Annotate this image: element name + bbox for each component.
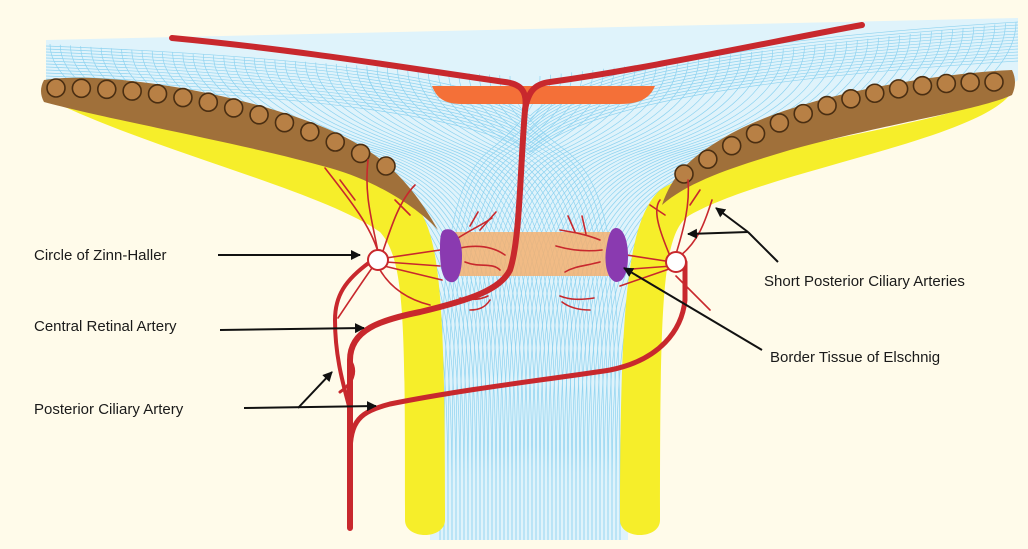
choroidal-vessel xyxy=(149,85,167,103)
choroidal-vessel xyxy=(174,89,192,107)
arrow-short-ciliary-a xyxy=(716,208,748,232)
choroidal-vessel xyxy=(913,77,931,95)
arrow-central-retinal xyxy=(220,328,364,330)
choroidal-vessel xyxy=(961,73,979,91)
choroidal-vessel xyxy=(818,97,836,115)
choroidal-vessel xyxy=(842,90,860,108)
choroidal-vessel xyxy=(275,114,293,132)
choroidal-vessel xyxy=(352,144,370,162)
choroidal-vessel xyxy=(937,74,955,92)
choroidal-vessel xyxy=(890,80,908,98)
choroidal-vessel xyxy=(770,114,788,132)
arrow-short-ciliary-stem xyxy=(748,232,778,262)
choroidal-vessel xyxy=(747,125,765,143)
arrow-short-ciliary-b xyxy=(688,232,748,234)
choroidal-vessel xyxy=(250,106,268,124)
zinn-haller-circle-left xyxy=(368,250,388,270)
choroidal-vessel xyxy=(301,123,319,141)
choroidal-vessel xyxy=(123,82,141,100)
choroidal-vessel xyxy=(699,150,717,168)
label-short-posterior-ciliary-arteries: Short Posterior Ciliary Arteries xyxy=(764,273,965,290)
arrow-posterior-ciliary-b xyxy=(244,406,376,408)
choroidal-vessel xyxy=(377,157,395,175)
choroidal-vessel xyxy=(866,84,884,102)
choroidal-vessel xyxy=(326,133,344,151)
arrow-posterior-ciliary-a xyxy=(298,372,332,408)
choroidal-vessel xyxy=(47,79,65,97)
lamina-cribrosa xyxy=(450,232,610,276)
choroidal-vessel xyxy=(794,105,812,123)
choroidal-vessel xyxy=(72,79,90,97)
choroidal-vessel xyxy=(675,165,693,183)
choroidal-vessel xyxy=(225,99,243,117)
label-border-tissue-elschnig: Border Tissue of Elschnig xyxy=(770,349,940,366)
choroidal-vessel xyxy=(199,93,217,111)
optic-cup-plate xyxy=(432,86,655,104)
zinn-haller-circle-right xyxy=(666,252,686,272)
label-posterior-ciliary-artery: Posterior Ciliary Artery xyxy=(34,401,184,418)
label-central-retinal-artery: Central Retinal Artery xyxy=(34,318,177,335)
choroidal-vessel xyxy=(98,80,116,98)
choroidal-vessel xyxy=(985,73,1003,91)
label-zinn-haller: Circle of Zinn-Haller xyxy=(34,247,167,264)
choroidal-vessel xyxy=(723,137,741,155)
